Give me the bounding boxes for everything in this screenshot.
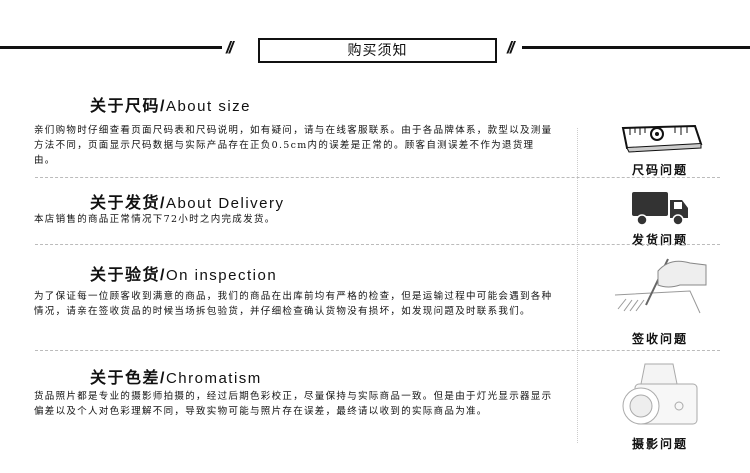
header-slash-left: // xyxy=(226,38,234,57)
section-body-delivery: 本店销售的商品正常情况下72小时之内完成发货。 xyxy=(34,214,276,225)
title-cn: 关于色差/ xyxy=(90,370,166,387)
side-label-chromatism: 摄影问题 xyxy=(631,437,688,451)
page-title: 购买须知 xyxy=(258,38,497,63)
title-en: Chromatism xyxy=(165,370,262,387)
section-title-inspection: 关于验货/On inspection xyxy=(90,261,277,285)
section-body-inspection: 为了保证每一位顾客收到满意的商品，我们的商品在出库前均有严格的检查，但是运输过程… xyxy=(34,291,553,317)
section-title-chromatism: 关于色差/Chromatism xyxy=(90,364,262,388)
side-label-inspection: 签收问题 xyxy=(631,332,688,346)
header-line-right xyxy=(522,46,750,49)
section-title-delivery: 关于发货/About Delivery xyxy=(90,189,285,213)
section-divider xyxy=(35,350,720,351)
section-body-size: 亲们购物时仔细查看页面尺码表和尺码说明，如有疑问，请与在线客服联系。由于各品牌体… xyxy=(34,125,553,166)
title-en: On inspection xyxy=(165,267,278,284)
title-en: About size xyxy=(165,98,251,115)
header-line-left xyxy=(0,46,222,49)
section-divider xyxy=(35,177,720,178)
title-cn: 关于发货/ xyxy=(90,195,166,212)
section-divider xyxy=(35,244,720,245)
title-cn: 关于尺码/ xyxy=(90,98,166,115)
side-delivery: 发货问题 xyxy=(600,190,720,248)
signing-hand-icon xyxy=(614,258,707,314)
side-label-delivery: 发货问题 xyxy=(631,233,688,247)
side-chromatism: 摄影问题 xyxy=(600,360,720,452)
side-size: 尺码问题 xyxy=(600,120,720,178)
section-title-size: 关于尺码/About size xyxy=(90,92,251,116)
ruler-icon xyxy=(621,124,703,153)
camera-icon xyxy=(622,363,698,425)
title-en: About Delivery xyxy=(165,195,285,212)
header-slash-right: // xyxy=(507,38,515,57)
truck-icon xyxy=(632,192,688,226)
column-divider xyxy=(577,128,578,443)
section-body-chromatism: 货品照片都是专业的摄影师拍摄的，经过后期色彩校正，尽量保持与实际商品一致。但是由… xyxy=(34,391,553,417)
title-cn: 关于验货/ xyxy=(90,267,166,284)
side-label-size: 尺码问题 xyxy=(631,163,688,177)
side-inspection: 签收问题 xyxy=(600,255,720,347)
